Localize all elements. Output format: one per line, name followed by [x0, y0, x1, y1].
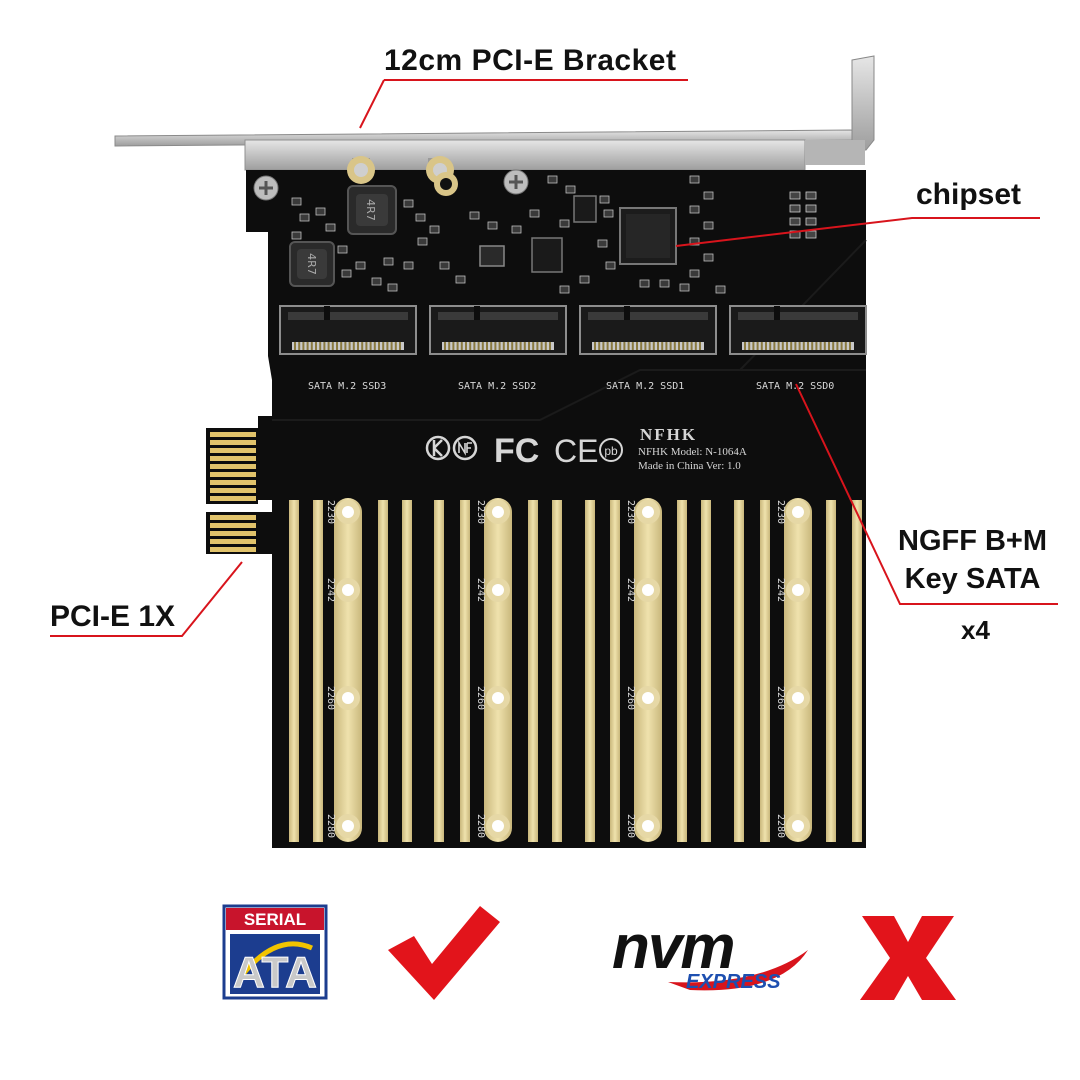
nvme-logo: nvm EXPRESS — [612, 913, 808, 993]
certification-marks: FC CE pb — [425, 432, 623, 470]
kc-mark-icon — [425, 435, 451, 461]
svg-text:4R7: 4R7 — [305, 253, 318, 275]
ngff-line-2: Key SATA — [904, 563, 1041, 595]
slot-label-ssd3: SATA M.2 SSD3 — [308, 381, 386, 392]
gold-traces — [289, 500, 862, 842]
chipset-chip — [619, 207, 677, 265]
length-marker-2260: 2260 — [475, 686, 486, 710]
fc-mark: FC — [494, 432, 539, 470]
chipset-callout-line — [675, 217, 1040, 247]
length-marker-2230: 2230 — [625, 500, 636, 524]
not-supported-x-icon — [860, 916, 956, 1000]
length-marker-2230: 2230 — [325, 500, 336, 524]
screw — [503, 169, 529, 195]
slot-label-ssd2: SATA M.2 SSD2 — [458, 381, 536, 392]
bracket-callout-line — [359, 79, 688, 129]
standoff — [347, 156, 458, 196]
length-marker-2280: 2280 — [475, 814, 486, 838]
length-marker-2230: 2230 — [475, 500, 486, 524]
slot-label-ssd1: SATA M.2 SSD1 — [606, 381, 684, 392]
model-text: NFHK Model: N-1064A — [638, 446, 747, 458]
length-marker-2280: 2280 — [325, 814, 336, 838]
small-chip — [479, 195, 597, 273]
length-marker-2260: 2260 — [325, 686, 336, 710]
ce-mark: CE — [554, 433, 598, 469]
length-marker-2242: 2242 — [625, 578, 636, 602]
length-marker-2260: 2260 — [775, 686, 786, 710]
origin-text: Made in China Ver: 1.0 — [638, 460, 741, 472]
supported-check-icon — [388, 906, 500, 1000]
pb-free-icon: pb — [599, 438, 623, 462]
slot-count-label: x4 — [961, 615, 990, 645]
nf-mark-icon — [452, 435, 478, 461]
ngff-callout-line — [795, 383, 1058, 605]
sata-logo: SERIAL ATA — [222, 904, 328, 1000]
slot-label-ssd0: SATA M.2 SSD0 — [756, 381, 834, 392]
pcie-callout-label: PCI-E 1X — [50, 600, 176, 633]
length-marker-2260: 2260 — [625, 686, 636, 710]
length-marker-2280: 2280 — [625, 814, 636, 838]
svg-text:EXPRESS: EXPRESS — [686, 971, 781, 993]
m2-slots — [279, 305, 867, 355]
length-marker-2242: 2242 — [325, 578, 336, 602]
screw — [253, 175, 279, 201]
pcie-callout-line — [50, 561, 243, 637]
pcie-edge-connector — [206, 428, 272, 554]
length-markers: 2230 2242 2260 2280 2230 2242 2260 2280 2230 2242… — [325, 500, 786, 838]
inductor: 4R7 — [289, 241, 335, 287]
ngff-line-1: NGFF B+M — [898, 525, 1048, 557]
svg-text:ATA: ATA — [233, 948, 317, 997]
length-marker-2242: 2242 — [775, 578, 786, 602]
bracket-callout-label: 12cm PCI-E Bracket — [384, 44, 677, 77]
length-marker-2280: 2280 — [775, 814, 786, 838]
length-marker-2242: 2242 — [475, 578, 486, 602]
mounting-rails — [334, 498, 812, 842]
svg-text:nvm: nvm — [612, 913, 733, 982]
svg-text:SERIAL: SERIAL — [244, 910, 306, 929]
ngff-callout-label: NGFF B+M Key SATA — [898, 522, 1047, 598]
callout-lines — [50, 79, 1058, 637]
svg-text:pb: pb — [604, 444, 618, 458]
inductor: 4R7 — [347, 185, 397, 235]
length-marker-2230: 2230 — [775, 500, 786, 524]
smd-components — [291, 175, 817, 294]
brand-logo: NFHK — [640, 425, 697, 444]
svg-text:4R7: 4R7 — [364, 199, 377, 221]
chipset-callout-label: chipset — [916, 178, 1022, 211]
